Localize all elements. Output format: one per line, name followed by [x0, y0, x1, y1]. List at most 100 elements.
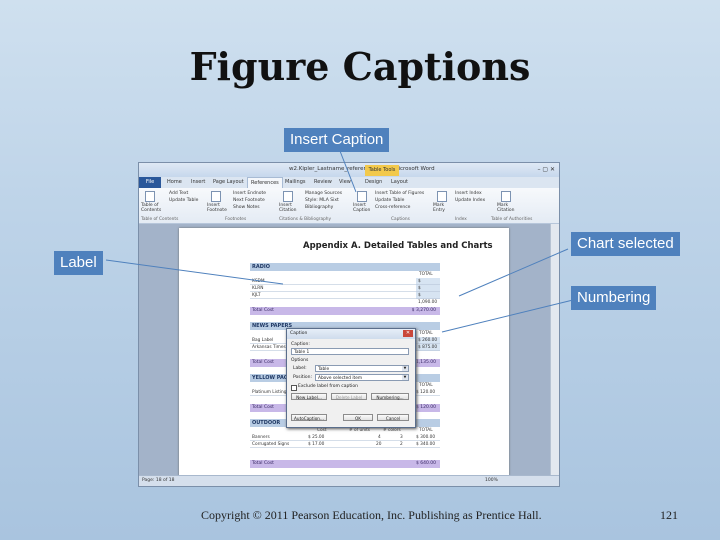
callout-numbering: Numbering	[571, 286, 657, 310]
ok-button[interactable]: OK	[343, 414, 373, 421]
status-page: Page: 18 of 18	[142, 478, 175, 483]
insert-caption-button[interactable]: Insert Caption	[353, 203, 371, 213]
row-total: $ 260.00	[416, 337, 440, 344]
cancel-button[interactable]: Cancel	[377, 414, 409, 421]
row-name: Arkansas Times	[252, 345, 286, 350]
table-row[interactable]: Banners $ 25.00 4 3 $ 300.00	[250, 434, 440, 441]
tab-design[interactable]: Design	[365, 179, 383, 185]
column-header: # of units	[349, 428, 371, 433]
total-label: Total Cost	[252, 461, 274, 466]
section-header: RADIO	[250, 263, 440, 271]
exclude-label-checkbox[interactable]	[291, 385, 297, 391]
copyright-footer: Copyright © 2011 Pearson Education, Inc.…	[201, 508, 542, 522]
caption-dialog: Caption ✕ Caption: Table 1 Options Label…	[286, 328, 416, 428]
manage-sources-button[interactable]: Manage Sources	[305, 191, 343, 196]
tab-page-layout[interactable]: Page Layout	[213, 179, 244, 185]
row-cell: $ 17.00	[308, 442, 325, 447]
delete-label-button[interactable]: Delete Label	[331, 393, 367, 400]
tab-file[interactable]: File	[139, 177, 161, 188]
label-label: Label:	[293, 366, 307, 371]
table-row[interactable]: KSDM	[250, 278, 440, 285]
insert-caption-icon	[357, 191, 367, 202]
insert-index-button[interactable]: Insert Index	[455, 191, 482, 196]
numbering-button[interactable]: Numbering...	[371, 393, 409, 400]
update-table-figures-button[interactable]: Update Table	[375, 198, 405, 203]
total-label: Total Cost	[252, 308, 274, 313]
row-name: Platinum Listing	[252, 390, 287, 395]
row-name: KLRN	[252, 286, 264, 291]
group-label: Captions	[391, 217, 410, 222]
toc-button[interactable]: Table of Contents	[141, 203, 162, 213]
total-value: $ 640.00	[415, 461, 436, 466]
vertical-scrollbar[interactable]	[550, 224, 559, 476]
insert-table-of-figures-button[interactable]: Insert Table of Figures	[375, 191, 425, 196]
autocaption-button[interactable]: AutoCaption...	[291, 414, 327, 421]
row-total: $ 300.00	[416, 435, 436, 440]
total-row: Total Cost $ 640.00	[250, 460, 440, 468]
table-tools-badge: Table Tools	[365, 165, 399, 176]
column-header: # colors	[383, 428, 401, 433]
dialog-title: Caption	[287, 329, 415, 339]
update-index-button[interactable]: Update Index	[455, 198, 486, 203]
total-value: $ 120.00	[415, 405, 436, 410]
insert-endnote-button[interactable]: Insert Endnote	[233, 191, 267, 196]
tab-references[interactable]: References	[247, 177, 283, 188]
window-title: w2.Kipler_Lastname_reference.docx - Micr…	[289, 166, 435, 172]
mark-citation-icon	[501, 191, 511, 202]
style-select[interactable]: Style: MLA Sixt	[305, 198, 339, 203]
show-notes-button[interactable]: Show Notes	[233, 205, 260, 210]
slide-title: Figure Captions	[189, 44, 531, 89]
callout-chart-selected: Chart selected	[571, 232, 680, 256]
position-label: Position:	[293, 375, 313, 380]
total-value: $ 3,270.00	[411, 308, 436, 313]
next-footnote-button[interactable]: Next Footnote	[233, 198, 265, 203]
tab-layout[interactable]: Layout	[391, 179, 408, 185]
table-row[interactable]: KLRN	[250, 285, 440, 292]
window-controls[interactable]: – ▢ ✕	[537, 166, 555, 173]
mark-entry-icon	[437, 191, 447, 202]
row-cell: 2	[400, 442, 403, 447]
row-cell: 20	[376, 442, 382, 447]
appendix-heading: Appendix A. Detailed Tables and Charts	[303, 241, 493, 251]
row-total: $ 340.00	[416, 442, 436, 447]
exclude-label-text: Exclude label from caption	[298, 384, 358, 389]
tab-insert[interactable]: Insert	[191, 179, 206, 185]
zoom-level: 100%	[485, 478, 498, 483]
table-row[interactable]: KJLT	[250, 292, 440, 299]
total-label: Total Cost	[252, 360, 274, 365]
citation-icon	[283, 191, 293, 202]
callout-insert-caption: Insert Caption	[284, 128, 390, 152]
mark-citation-button[interactable]: Mark Citation	[497, 203, 515, 213]
chevron-down-icon: ▼	[402, 366, 408, 371]
caption-input[interactable]: Table 1	[291, 348, 409, 355]
update-table-button[interactable]: Update Table	[169, 198, 199, 203]
group-label: Footnotes	[225, 217, 247, 222]
position-select[interactable]: Above selected item ▼	[315, 374, 409, 381]
column-header: TOTAL	[419, 428, 433, 433]
column-header: Cost	[317, 428, 327, 433]
row-total: $ 875.00	[416, 344, 440, 351]
group-label: Table of Authorities	[491, 217, 533, 222]
tab-view[interactable]: View	[339, 179, 351, 185]
insert-footnote-button[interactable]: Insert Footnote	[207, 203, 227, 213]
row-name: KSDM	[252, 279, 265, 284]
add-text-button[interactable]: Add Text	[169, 191, 189, 196]
tab-home[interactable]: Home	[167, 179, 182, 185]
table-row[interactable]: Corrugated Signs $ 17.00 20 2 $ 340.00	[250, 441, 440, 448]
row-cell: 3	[400, 435, 403, 440]
close-icon[interactable]: ✕	[403, 330, 413, 337]
cross-reference-button[interactable]: Cross-reference	[375, 205, 411, 210]
row-name: Bag Label	[252, 338, 274, 343]
label-select[interactable]: Table ▼	[315, 365, 409, 372]
section-header: NEWS PAPERS	[250, 322, 440, 330]
new-label-button[interactable]: New Label...	[291, 393, 327, 400]
tab-review[interactable]: Review	[314, 179, 332, 185]
mark-entry-button[interactable]: Mark Entry	[433, 203, 445, 213]
footnote-icon	[211, 191, 221, 202]
page-number: 121	[660, 508, 678, 522]
bibliography-button[interactable]: Bibliography	[305, 205, 334, 210]
total-value: $ 1,135.00	[411, 360, 436, 365]
insert-citation-button[interactable]: Insert Citation	[279, 203, 297, 213]
tab-mailings[interactable]: Mailings	[285, 179, 306, 185]
column-header: TOTAL	[419, 331, 433, 336]
